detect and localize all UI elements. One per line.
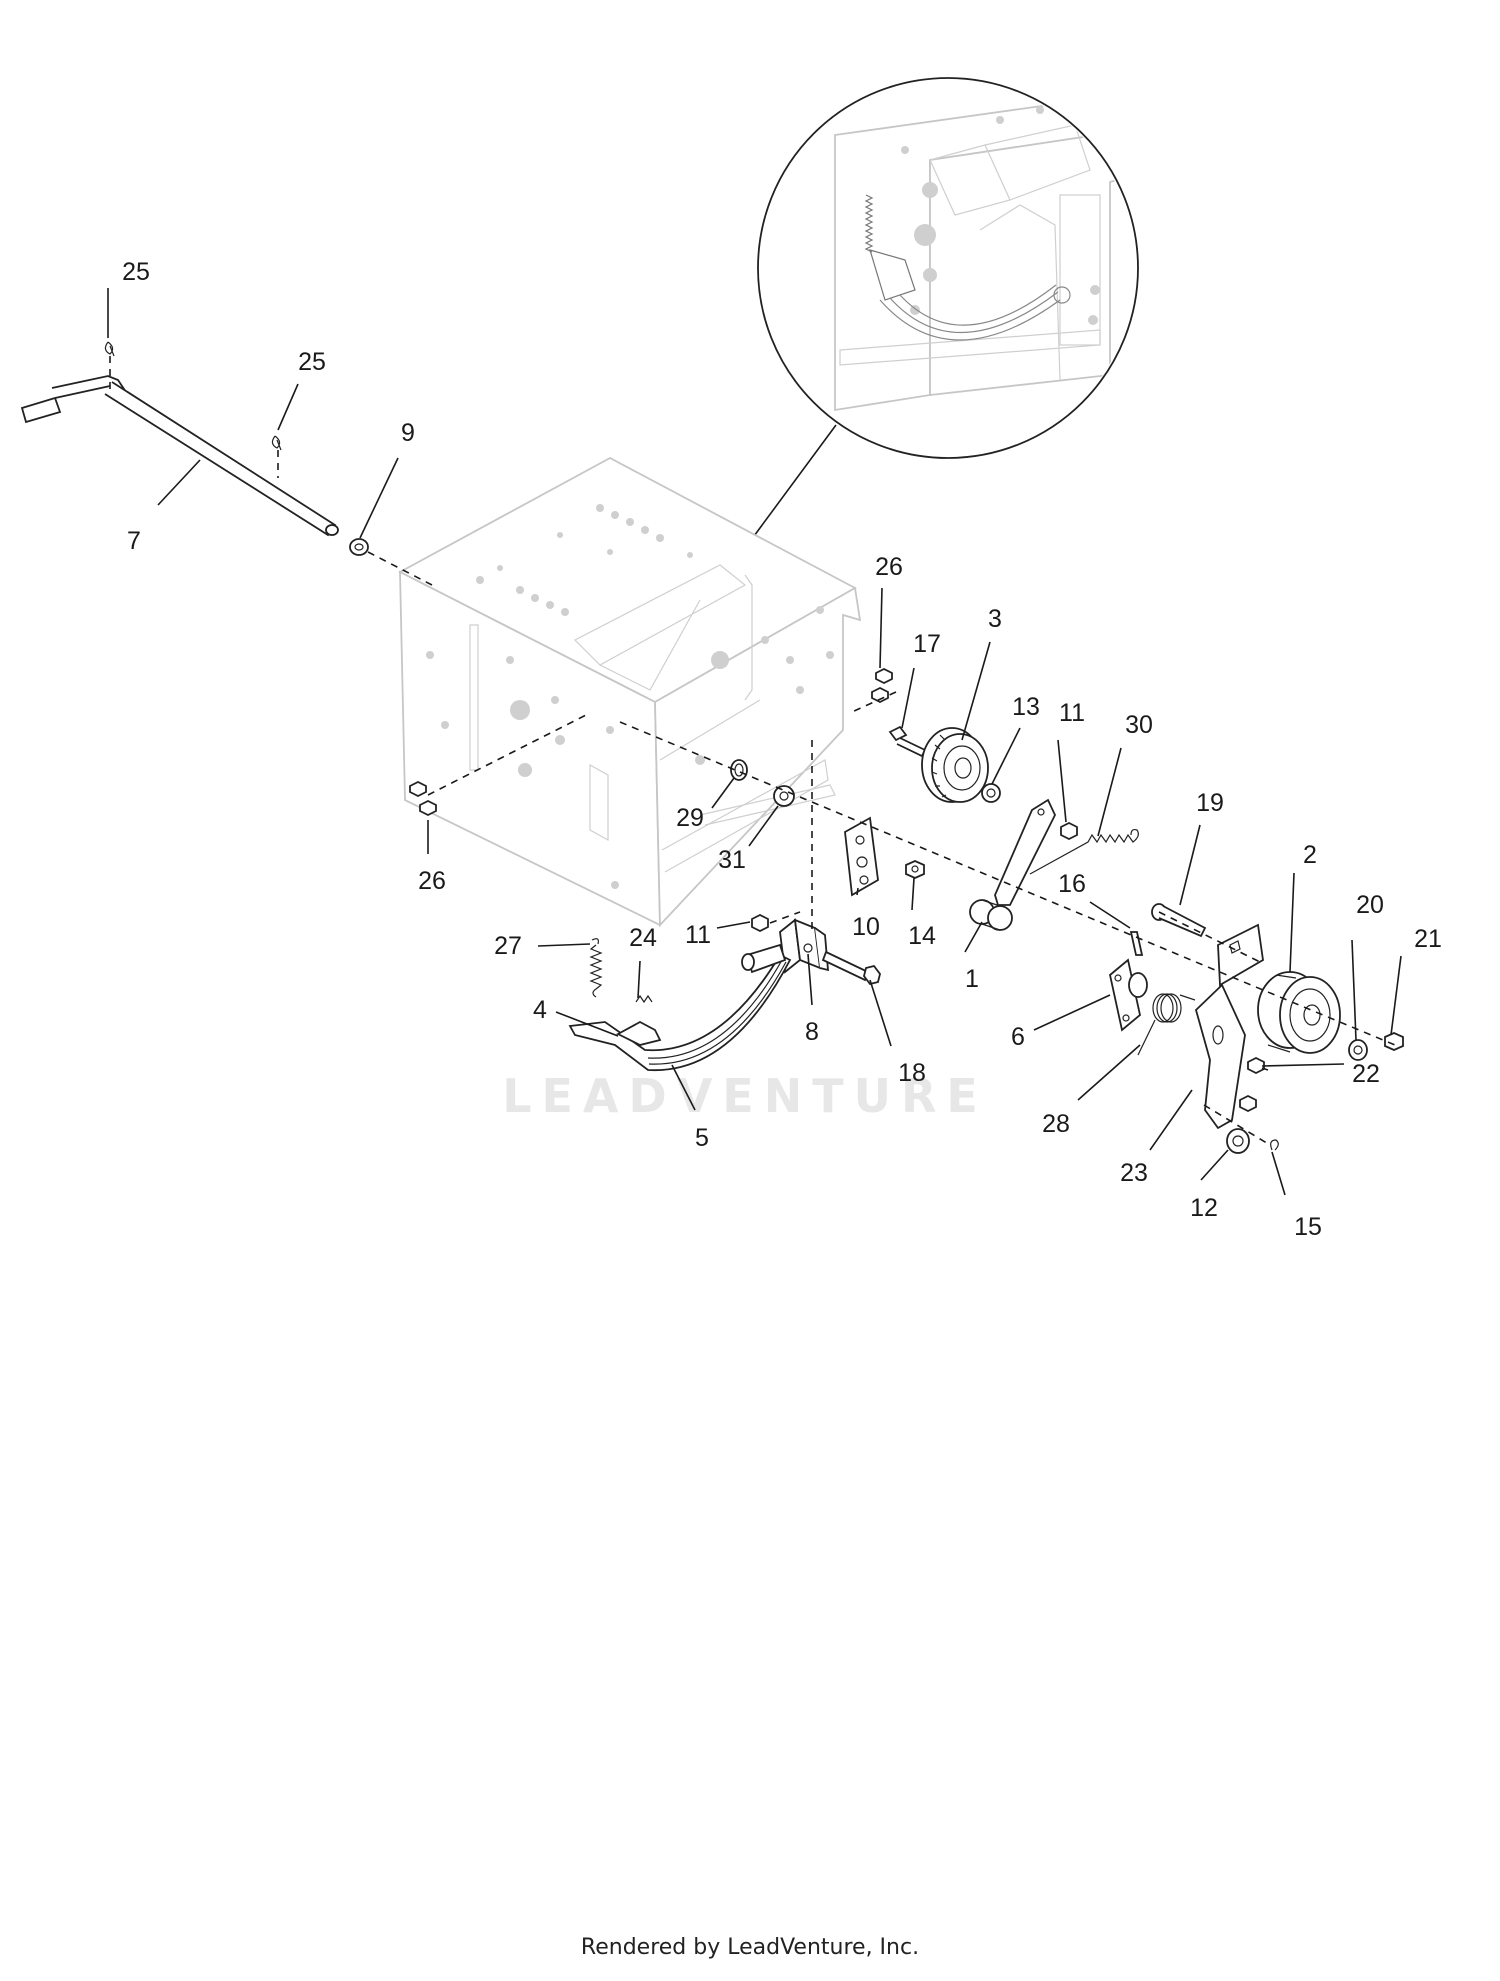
callout-27: 27 [494,932,522,960]
callout-labels: 25 25 9 7 26 17 3 13 11 30 29 31 26 10 1… [122,258,1442,1241]
callout-20: 20 [1356,891,1384,919]
part-12-bushing [1226,1128,1250,1154]
callout-13: 13 [1012,693,1040,721]
callout-22: 22 [1352,1060,1380,1088]
callout-11-b: 11 [685,921,711,949]
callout-17: 17 [913,630,941,658]
part-17-bolt [888,725,927,758]
part-25-clip-b [271,435,282,451]
part-28-spring [1137,993,1196,1056]
callout-29: 29 [676,804,704,832]
callout-1: 1 [965,965,979,993]
callout-25-a: 25 [122,258,150,286]
callout-23: 23 [1120,1159,1148,1187]
watermark-text: LEADVENTURE [502,1069,988,1123]
callout-14: 14 [908,922,936,950]
part-10-plate [844,816,879,897]
callout-8: 8 [805,1018,819,1046]
callout-9: 9 [401,419,415,447]
callout-10: 10 [852,913,880,941]
callout-25-b: 25 [298,348,326,376]
part-30-spring [1029,828,1139,875]
callout-15: 15 [1294,1213,1322,1241]
callout-12: 12 [1190,1194,1218,1222]
callout-7: 7 [127,527,141,555]
part-14-nut [905,860,925,879]
part-20-washer [1348,1039,1368,1061]
part-1-idler-arm [969,798,1056,931]
part-9-bushing [349,538,369,556]
callout-2: 2 [1303,841,1317,869]
callout-3: 3 [988,605,1002,633]
part-7-rod [20,375,339,537]
part-27-spring [589,938,603,998]
callout-28: 28 [1042,1110,1070,1138]
part-18-bolt [821,950,881,986]
callout-31: 31 [718,846,746,874]
part-16-pin [1129,931,1144,956]
detail-inset [757,77,1139,459]
callout-26-b: 26 [418,867,446,895]
callout-16: 16 [1058,870,1086,898]
callout-26-a: 26 [875,553,903,581]
part-6-hinge [1109,958,1148,1032]
part-26-bolts [409,667,893,817]
part-31-washer [773,785,795,807]
part-29-ring [730,759,748,781]
part-3-pulley [921,727,989,803]
callout-4: 4 [533,996,547,1024]
frame-housing [398,456,862,928]
callout-11-a: 11 [1059,699,1085,727]
part-15-clip [1270,1139,1279,1151]
part-2-pulley [1257,971,1341,1054]
part-23-bracket [1194,923,1264,1130]
assembly-lines [109,356,1396,1146]
callout-6: 6 [1011,1023,1025,1051]
part-21-nut [1384,1032,1404,1051]
part-11-nuts [751,821,1078,933]
footer-credit: Rendered by LeadVenture, Inc. [580,1935,920,1960]
leader-lines [107,288,1402,1196]
callout-24: 24 [629,924,657,952]
callout-19: 19 [1196,789,1224,817]
part-13-washer [981,783,1001,803]
part-22-bolts [1239,1056,1265,1113]
callout-5: 5 [695,1124,709,1152]
callout-30: 30 [1125,711,1153,739]
part-5-brake-band [568,943,792,1072]
callout-21: 21 [1414,925,1442,953]
part-25-clip-a [104,341,115,357]
callout-18: 18 [898,1059,926,1087]
part-4-bracket [616,1020,662,1046]
